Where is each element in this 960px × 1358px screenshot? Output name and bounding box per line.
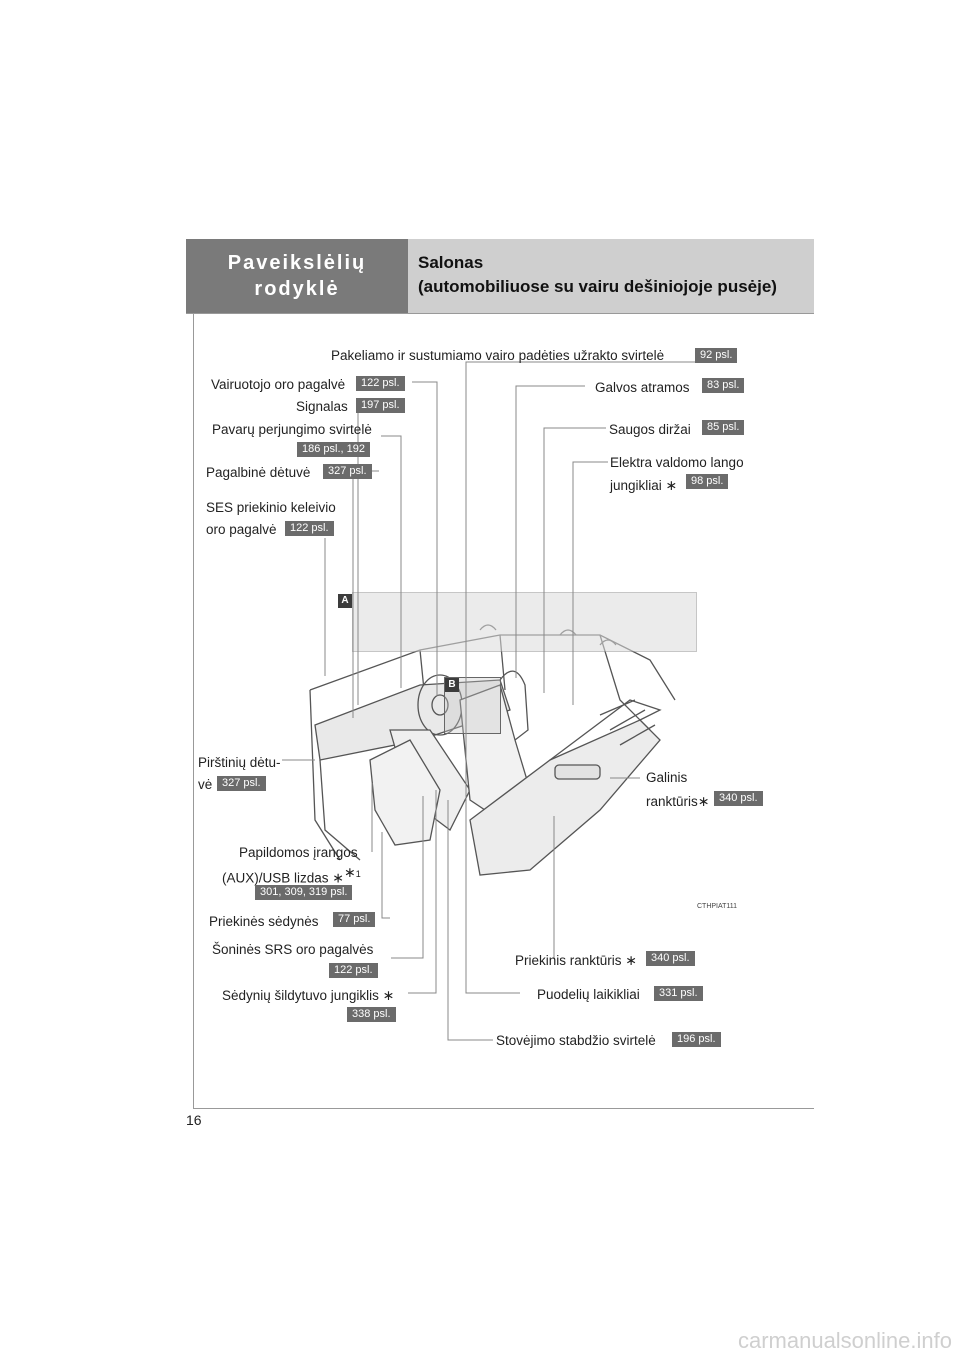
bottom-border bbox=[193, 1108, 814, 1109]
glove-box-label-2: vė bbox=[198, 777, 213, 792]
cup-holders-ref[interactable]: 331 psl. bbox=[654, 986, 703, 1001]
glove-box-ref[interactable]: 327 psl. bbox=[217, 776, 266, 791]
front-armrest-label: Priekinis ranktūris ∗ bbox=[515, 952, 637, 969]
aux-box-ref[interactable]: 327 psl. bbox=[323, 464, 372, 479]
window-switch-label-2: jungikliai ∗ bbox=[610, 477, 677, 494]
aux-usb-label-2: (AUX)/USB lizdas ∗∗1 bbox=[222, 863, 361, 887]
horn-label: Signalas bbox=[296, 399, 348, 414]
asterisk-icon: ∗ bbox=[344, 863, 356, 880]
front-armrest-text: Priekinis ranktūris bbox=[515, 953, 622, 968]
asterisk-icon: ∗ bbox=[332, 869, 345, 886]
parking-brake-label: Stovėjimo stabdžio svirtelė bbox=[496, 1033, 656, 1048]
aux-box-label: Pagalbinė dėtuvė bbox=[206, 465, 311, 480]
rear-armrest-label-1: Galinis bbox=[646, 770, 688, 785]
window-switch-label-1: Elektra valdomo lango bbox=[610, 455, 744, 470]
marker-b: B bbox=[445, 678, 459, 692]
asterisk-icon: ∗ bbox=[697, 793, 710, 809]
aux-usb-label-1: Papildomos įrangos bbox=[239, 845, 358, 860]
side-airbags-label: Šoninės SRS oro pagalvės bbox=[212, 942, 374, 957]
aux-usb-ref[interactable]: 301, 309, 319 psl. bbox=[255, 885, 353, 900]
rear-armrest-text: ranktūris bbox=[646, 794, 698, 809]
ses-airbag-label-1: SES priekinio keleivio bbox=[206, 500, 336, 515]
ses-airbag-label-2: oro pagalvė bbox=[206, 522, 277, 537]
side-airbags-ref[interactable]: 122 psl. bbox=[329, 963, 378, 978]
front-armrest-ref[interactable]: 340 psl. bbox=[646, 951, 695, 966]
aux-usb-text: (AUX)/USB lizdas bbox=[222, 870, 329, 886]
head-rests-ref[interactable]: 83 psl. bbox=[702, 378, 745, 393]
asterisk-icon: ∗ bbox=[665, 477, 678, 493]
interior-illustration bbox=[309, 624, 676, 876]
marker-a: A bbox=[338, 594, 352, 608]
seat-heater-ref[interactable]: 338 psl. bbox=[347, 1007, 396, 1022]
window-switch-ref[interactable]: 98 psl. bbox=[686, 474, 729, 489]
glove-box-label-1: Pirštinių dėtu- bbox=[198, 755, 281, 770]
footnote-number: 1 bbox=[355, 869, 361, 879]
seat-belts-label: Saugos diržai bbox=[609, 422, 691, 437]
section-title-box: Paveikslėlių rodyklė bbox=[186, 239, 408, 313]
steering-lock-ref[interactable]: 92 psl. bbox=[695, 348, 738, 363]
driver-airbag-ref[interactable]: 122 psl. bbox=[356, 376, 405, 391]
front-seats-label: Priekinės sėdynės bbox=[209, 914, 319, 929]
subtitle-line2: (automobiliuose su vairu dešiniojoje pus… bbox=[418, 277, 777, 296]
rear-armrest-ref[interactable]: 340 psl. bbox=[714, 791, 763, 806]
parking-brake-ref[interactable]: 196 psl. bbox=[672, 1032, 721, 1047]
shift-lever-ref[interactable]: 186 psl., 192 bbox=[297, 442, 370, 457]
left-border bbox=[193, 313, 194, 1108]
subtitle-line1: Salonas bbox=[418, 253, 484, 272]
watermark: carmanualsonline.info bbox=[737, 1328, 952, 1353]
seat-belts-ref[interactable]: 85 psl. bbox=[702, 420, 745, 435]
seat-heater-text: Sėdynių šildytuvo jungiklis bbox=[222, 988, 379, 1003]
horn-ref[interactable]: 197 psl. bbox=[356, 398, 405, 413]
section-title-line1: Paveikslėlių bbox=[227, 252, 367, 274]
rear-armrest-label-2: ranktūris∗ bbox=[646, 793, 710, 810]
front-seats-ref[interactable]: 77 psl. bbox=[333, 912, 376, 927]
shift-lever-label: Pavarų perjungimo svirtelė bbox=[212, 422, 372, 437]
asterisk-icon: ∗ bbox=[625, 952, 638, 968]
seat-heater-label: Sėdynių šildytuvo jungiklis ∗ bbox=[222, 987, 394, 1004]
page-number: 16 bbox=[186, 1112, 202, 1128]
steering-lock-label: Pakeliamo ir sustumiamo vairo padėties u… bbox=[331, 348, 665, 363]
image-code: CTHPIAT111 bbox=[697, 903, 738, 910]
window-switch-text: jungikliai bbox=[610, 478, 662, 493]
section-title-line2: rodyklė bbox=[254, 278, 340, 300]
cup-holders-label: Puodelių laikikliai bbox=[537, 987, 640, 1002]
ses-airbag-ref[interactable]: 122 psl. bbox=[285, 521, 334, 536]
region-a-box bbox=[352, 592, 697, 652]
head-rests-label: Galvos atramos bbox=[595, 380, 690, 395]
header-divider bbox=[186, 313, 814, 314]
subtitle-box: Salonas (automobiliuose su vairu dešinio… bbox=[408, 239, 814, 313]
driver-airbag-label: Vairuotojo oro pagalvė bbox=[211, 377, 346, 392]
asterisk-icon: ∗ bbox=[382, 987, 395, 1003]
